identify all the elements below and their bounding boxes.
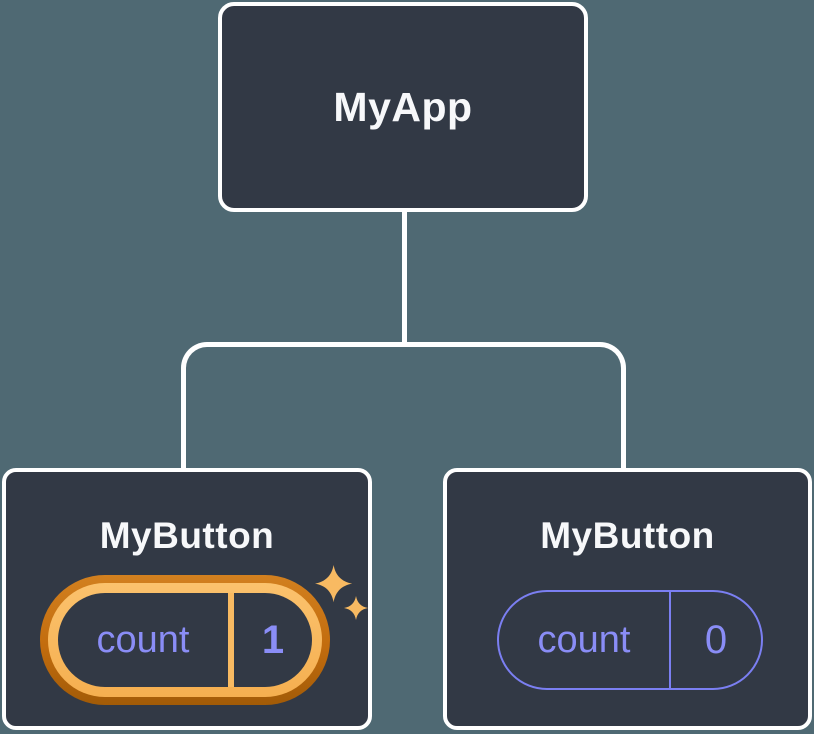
state-pill-plain: count 0 bbox=[497, 590, 763, 690]
sparkle-large-icon bbox=[315, 565, 353, 603]
state-value: 0 bbox=[704, 617, 728, 662]
state-pill-gold-ring: count 1 bbox=[48, 583, 322, 697]
node-mybutton-label: MyButton bbox=[99, 515, 275, 556]
node-myapp-label: MyApp bbox=[333, 83, 473, 130]
sparkles-icon bbox=[315, 565, 368, 620]
connector-bracket bbox=[181, 342, 626, 468]
sparkle-small-icon bbox=[344, 596, 368, 620]
state-pill-highlighted: count 1 bbox=[40, 575, 330, 705]
node-mybutton-label: MyButton bbox=[540, 515, 715, 556]
state-pill-body: count 1 bbox=[58, 593, 312, 687]
state-pill-divider bbox=[669, 592, 671, 688]
state-name: count bbox=[96, 618, 190, 661]
node-mybutton-highlighted: MyButton count 1 bbox=[2, 468, 372, 730]
node-mybutton-plain: MyButton count 0 bbox=[443, 468, 812, 730]
connector-stem bbox=[402, 211, 407, 344]
state-pill-divider bbox=[228, 593, 234, 687]
node-myapp: MyApp bbox=[218, 2, 588, 212]
state-name: count bbox=[537, 618, 631, 661]
state-value: 1 bbox=[261, 617, 285, 662]
